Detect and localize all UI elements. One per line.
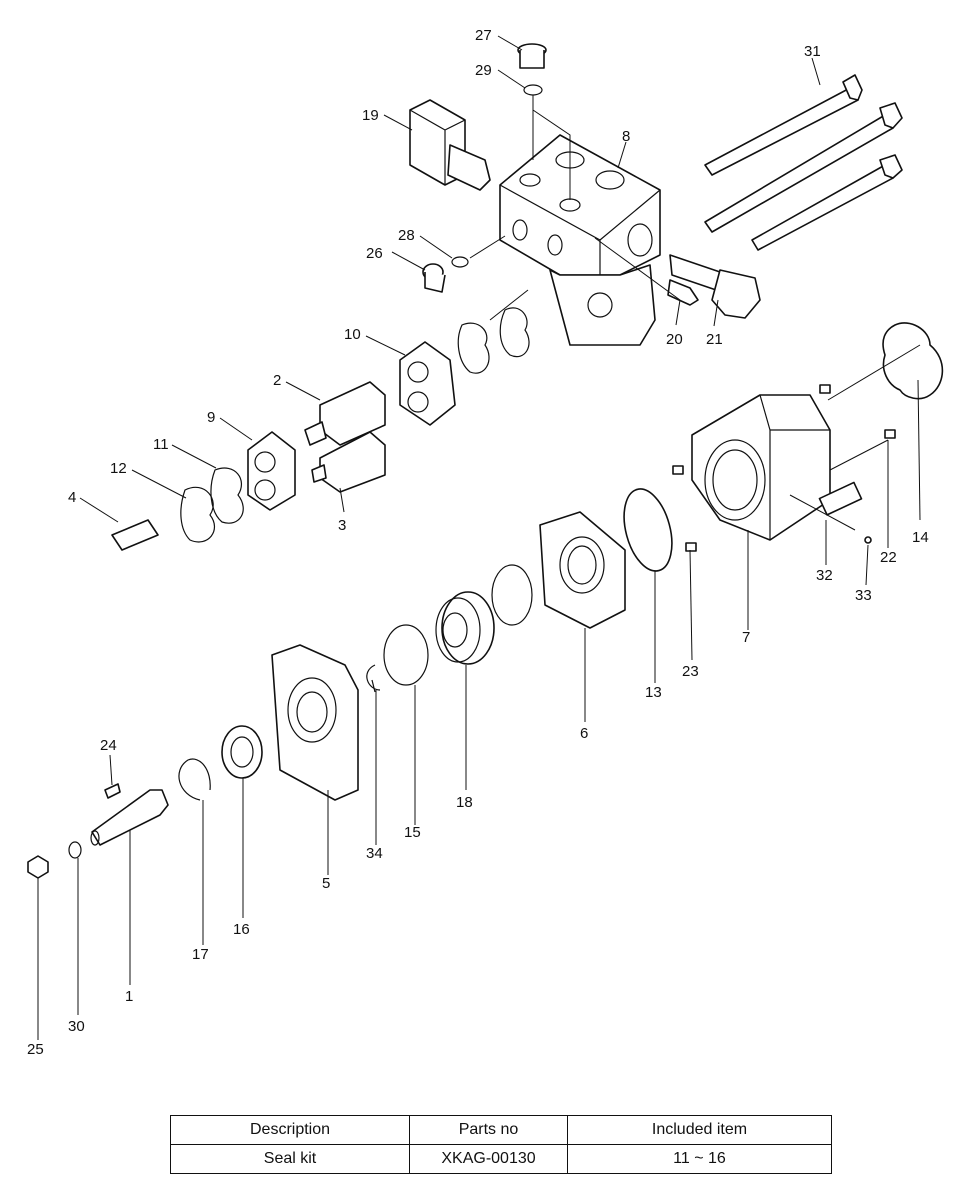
label-24: 24 <box>100 737 117 754</box>
label-17: 17 <box>192 946 209 963</box>
label-2: 2 <box>273 372 281 389</box>
part-nameplate-32 <box>818 481 863 516</box>
label-22: 22 <box>880 549 897 566</box>
part-circlip-17 <box>178 758 211 801</box>
label-31: 31 <box>804 43 821 60</box>
seal-kit-table: Description Parts no Included item Seal … <box>170 1115 832 1174</box>
label-6: 6 <box>580 725 588 742</box>
label-25: 25 <box>27 1041 44 1058</box>
part-rivet-33 <box>864 536 872 544</box>
part-pin-upper <box>819 384 831 394</box>
label-4: 4 <box>68 489 76 506</box>
part-drive-gear-2 <box>304 381 386 446</box>
label-27: 27 <box>475 27 492 44</box>
label-14: 14 <box>912 529 929 546</box>
label-10: 10 <box>344 326 361 343</box>
part-labels: 27 29 8 19 28 26 31 20 21 10 2 9 11 12 4… <box>27 27 929 1058</box>
label-12: 12 <box>110 460 127 477</box>
label-21: 21 <box>706 331 723 348</box>
part-valve-block <box>499 134 661 346</box>
label-1: 1 <box>125 988 133 1005</box>
part-bushing-9 <box>247 431 296 511</box>
part-relief-valve-21 <box>669 254 761 319</box>
label-7: 7 <box>742 629 750 646</box>
part-bushing-10 <box>399 341 456 426</box>
label-34: 34 <box>366 845 383 862</box>
part-seal-upper-a <box>457 322 490 374</box>
header-parts-no: Parts no <box>409 1115 568 1145</box>
label-15: 15 <box>404 824 421 841</box>
cell-description: Seal kit <box>170 1144 410 1174</box>
cell-included-item: 11 ~ 16 <box>567 1144 832 1174</box>
header-description: Description <box>170 1115 410 1145</box>
diagram-canvas: 27 29 8 19 28 26 31 20 21 10 2 9 11 12 4… <box>27 27 944 1058</box>
leader-lines <box>37 35 921 1040</box>
header-included-item: Included item <box>567 1115 832 1145</box>
label-33: 33 <box>855 587 872 604</box>
part-ring-15-upper <box>491 564 533 626</box>
part-oil-seal-16 <box>221 725 263 779</box>
part-seal-12 <box>180 486 216 543</box>
part-seal-upper-b <box>499 307 530 358</box>
part-washer-30 <box>68 841 82 859</box>
part-seal-13 <box>623 488 673 572</box>
exploded-parts-diagram: 27 29 8 19 28 26 31 20 21 10 2 9 11 12 4… <box>27 27 944 1058</box>
part-flange-5 <box>271 644 359 801</box>
label-19: 19 <box>362 107 379 124</box>
cell-parts-no: XKAG-00130 <box>409 1144 568 1174</box>
part-pin-23 <box>685 542 697 552</box>
part-seal-11 <box>210 467 244 524</box>
label-13: 13 <box>645 684 662 701</box>
part-pin-left <box>672 465 684 475</box>
label-32: 32 <box>816 567 833 584</box>
part-gasket-14 <box>882 322 944 400</box>
label-18: 18 <box>456 794 473 811</box>
part-key-24 <box>104 783 121 799</box>
part-driven-gear-3 <box>311 431 386 493</box>
label-8: 8 <box>622 128 630 145</box>
part-plate-6 <box>539 511 626 629</box>
label-20: 20 <box>666 331 683 348</box>
label-9: 9 <box>207 409 215 426</box>
label-16: 16 <box>233 921 250 938</box>
part-snapring-15 <box>383 624 429 686</box>
label-26: 26 <box>366 245 383 262</box>
part-needle-bearing-4 <box>111 519 159 551</box>
part-solenoid <box>409 99 491 191</box>
part-pin-22 <box>884 429 896 439</box>
part-plug-27 <box>517 43 547 69</box>
part-plug-26 <box>422 263 446 293</box>
label-29: 29 <box>475 62 492 79</box>
label-28: 28 <box>398 227 415 244</box>
table-header-row: Description Parts no Included item <box>170 1115 832 1145</box>
part-tie-bolts <box>704 74 903 251</box>
table-row: Seal kit XKAG-00130 11 ~ 16 <box>170 1144 832 1174</box>
part-check-valve-20 <box>667 279 699 306</box>
part-bearing-18 <box>435 591 495 665</box>
part-oring-29 <box>523 84 543 96</box>
part-clip-34 <box>366 664 381 693</box>
part-shaft-1 <box>90 789 169 846</box>
part-gear-housing <box>691 394 831 541</box>
label-5: 5 <box>322 875 330 892</box>
label-3: 3 <box>338 517 346 534</box>
label-23: 23 <box>682 663 699 680</box>
label-30: 30 <box>68 1018 85 1035</box>
part-nut-25 <box>27 855 49 879</box>
part-oring-28 <box>451 256 469 268</box>
label-11: 11 <box>153 436 169 453</box>
